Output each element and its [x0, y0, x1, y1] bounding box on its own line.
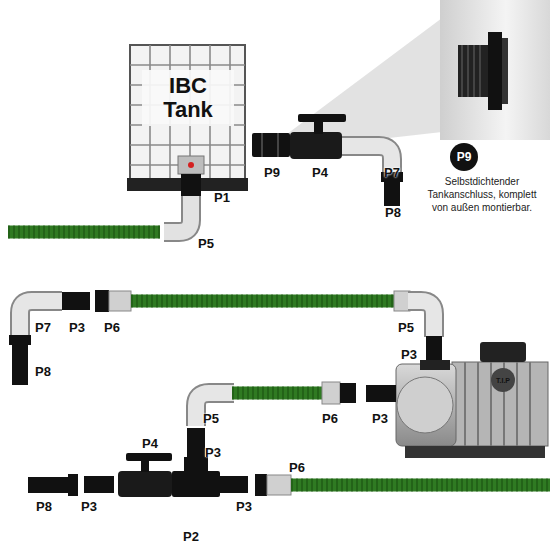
- hose-tail: [9, 335, 31, 385]
- elbow: [196, 393, 234, 426]
- hose-coupling: [340, 383, 356, 403]
- hose-coupling: [109, 291, 131, 311]
- tee: [172, 457, 220, 497]
- tank-label: IBC Tank: [142, 74, 234, 122]
- inset-photo: [440, 0, 550, 140]
- callout-circle: P9: [450, 143, 478, 171]
- nipple: [187, 428, 205, 458]
- nipple: [220, 476, 248, 493]
- callout-number: P9: [264, 165, 280, 180]
- callout-number: P7: [35, 320, 51, 335]
- hose: [131, 295, 400, 308]
- callout-number: P5: [198, 236, 214, 251]
- ball-valve: [118, 453, 172, 497]
- callout-number: P5: [398, 320, 414, 335]
- callout-number: P6: [104, 320, 120, 335]
- hose-coupling: [267, 475, 291, 495]
- hose-coupling: [394, 291, 410, 311]
- hose: [8, 226, 160, 239]
- elbow: [20, 301, 62, 336]
- callout-number: P3: [69, 320, 85, 335]
- callout-number: P3: [205, 445, 221, 460]
- hose: [291, 479, 550, 492]
- callout-number: P3: [236, 499, 252, 514]
- elbow: [196, 393, 234, 426]
- ball-valve: [290, 114, 346, 159]
- hose: [232, 387, 324, 400]
- elbow: [164, 196, 191, 232]
- hose-coupling: [95, 290, 109, 312]
- p1-fitting: [181, 174, 201, 196]
- inset-fitting: [458, 32, 508, 110]
- callout-number: P8: [35, 364, 51, 379]
- elbow: [164, 196, 191, 232]
- callout-number: P8: [36, 499, 52, 514]
- hose: [8, 226, 160, 239]
- pump: [396, 342, 548, 458]
- elbow: [20, 301, 62, 336]
- callout-number: P8: [385, 205, 401, 220]
- nipple: [62, 292, 90, 310]
- callout-wedge: [283, 18, 442, 150]
- nipple: [84, 476, 114, 493]
- ibc-tank: [127, 45, 248, 191]
- tank-connector: [252, 133, 290, 157]
- callout-number: P3: [401, 347, 417, 362]
- callout-number: P6: [289, 460, 305, 475]
- callout-number: P4: [312, 165, 328, 180]
- hose-tail: [28, 474, 78, 496]
- hose: [232, 387, 324, 400]
- callout-number: P2: [183, 529, 199, 544]
- callout-number: P4: [142, 436, 158, 451]
- nipple: [366, 385, 396, 402]
- tank-label-box: IBC Tank: [142, 70, 234, 126]
- callout-number: P3: [81, 499, 97, 514]
- hose-coupling: [255, 474, 267, 496]
- callout-number: P3: [372, 411, 388, 426]
- note-text: Selbstdichtender Tankanschluss, komplett…: [422, 175, 542, 214]
- callout-number: P5: [203, 411, 219, 426]
- callout-number: P7: [384, 165, 400, 180]
- hose: [291, 479, 550, 492]
- callout-number: P1: [214, 190, 230, 205]
- hose-coupling: [322, 382, 340, 404]
- brand-text: T.I.P: [496, 377, 510, 384]
- hose: [131, 295, 400, 308]
- callout-number: P6: [322, 411, 338, 426]
